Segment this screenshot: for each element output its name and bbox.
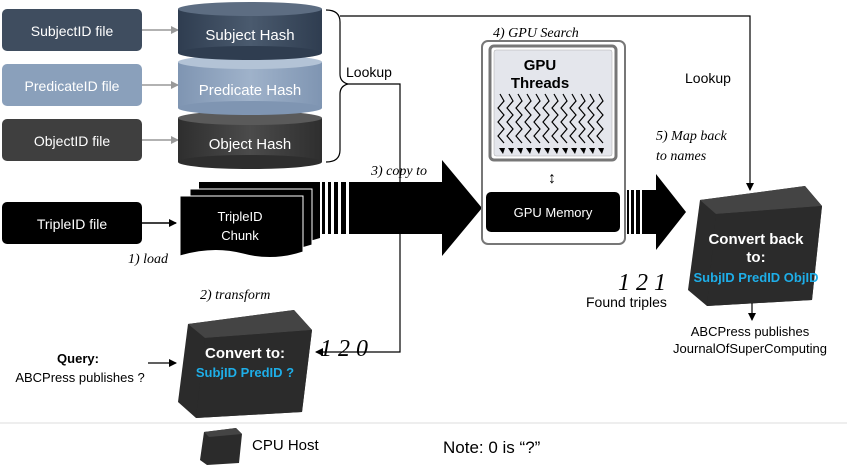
- found-triples-label: Found triples: [586, 294, 667, 310]
- thread-arrow-tip: [589, 148, 595, 154]
- step-map-back-label-2: to names: [656, 149, 707, 164]
- result-line-1: ABCPress publishes: [691, 324, 810, 339]
- thread-squiggle: [542, 93, 550, 144]
- thread-squiggle: [578, 93, 586, 144]
- query-ids-value: 1 2 0: [320, 336, 368, 362]
- thread-arrow-tip: [571, 148, 577, 154]
- found-ids-value: 1 2 1: [618, 270, 666, 296]
- thread-arrow-tip: [499, 148, 505, 154]
- thread-squiggle: [497, 93, 505, 144]
- thread-arrow-tip: [517, 148, 523, 154]
- object-hash-cylinder: Object Hash: [178, 111, 322, 169]
- gpu-thread-squiggles: [497, 93, 604, 154]
- thread-squiggle: [569, 93, 577, 144]
- cpu-host-label: CPU Host: [252, 437, 320, 454]
- gpu-threads-panel: [493, 49, 613, 157]
- gpu-to-convert-back-arrow: [627, 174, 686, 250]
- thread-squiggle: [596, 93, 604, 144]
- predicate-file-box: PredicateID file: [2, 64, 142, 106]
- gpu-threads-label-2: Threads: [511, 75, 569, 92]
- step-gpu-search-label: 4) GPU Search: [493, 26, 579, 41]
- predicate-hash-cylinder: Predicate Hash: [178, 55, 322, 115]
- lookup-right-label: Lookup: [685, 70, 731, 86]
- thread-arrow-tip: [598, 148, 604, 154]
- thread-squiggle: [560, 93, 568, 144]
- thread-arrow-tip: [526, 148, 532, 154]
- step-copy-label: 3) copy to: [370, 164, 427, 179]
- gpu-memory-label: GPU Memory: [514, 205, 593, 220]
- triple-file-label: TripleID file: [37, 216, 107, 232]
- thread-arrow-tip: [535, 148, 541, 154]
- step-load-label: 1) load: [128, 252, 169, 267]
- convert-back-title-2: to:: [746, 249, 765, 266]
- convert-to-cube: Convert to: SubjID PredID ?: [178, 310, 312, 418]
- thread-arrow-tip: [544, 148, 550, 154]
- lookup-left-label: Lookup: [346, 64, 392, 80]
- thread-arrow-tip: [562, 148, 568, 154]
- convert-to-fields: SubjID PredID ?: [196, 365, 294, 380]
- thread-squiggle: [587, 93, 595, 144]
- object-file-label: ObjectID file: [34, 133, 110, 149]
- gpu-threads-label-1: GPU: [524, 57, 557, 74]
- convert-to-title: Convert to:: [205, 345, 285, 362]
- convert-back-cube: Convert back to: SubjID PredID ObjID: [688, 186, 822, 306]
- query-title: Query:: [57, 351, 99, 366]
- copy-to-gpu-arrow: [322, 160, 482, 256]
- gpu-memory-box: [486, 192, 620, 232]
- hash-brace: [325, 9, 349, 163]
- lookup-to-convert-back-arrow: [340, 15, 754, 191]
- subject-hash-label: Subject Hash: [205, 27, 294, 44]
- step-map-back-label-1: 5) Map back: [656, 129, 728, 144]
- thread-arrow-tip: [508, 148, 514, 154]
- thread-arrow-tip: [553, 148, 559, 154]
- subject-hash-cylinder: Subject Hash: [178, 2, 322, 60]
- convert-back-title-1: Convert back: [708, 231, 804, 248]
- query-text: ABCPress publishes ?: [15, 370, 144, 385]
- thread-squiggle: [524, 93, 532, 144]
- triple-file-box: TripleID file: [2, 202, 142, 244]
- tripleid-chunk-stack: TripleID Chunk: [179, 182, 320, 258]
- subject-file-box: SubjectID file: [2, 9, 142, 51]
- bidirectional-arrow-icon: ↕: [548, 170, 556, 187]
- convert-back-fields: SubjID PredID ObjID: [694, 270, 819, 285]
- object-hash-label: Object Hash: [209, 136, 292, 153]
- cpu-host-icon: [200, 428, 242, 465]
- note-label: Note: 0 is “?”: [443, 438, 541, 457]
- result-line-2: JournalOfSuperComputing: [673, 341, 827, 356]
- step-transform-label: 2) transform: [200, 288, 270, 303]
- chunk-label-line2: Chunk: [221, 228, 259, 243]
- thread-arrow-tip: [580, 148, 586, 154]
- object-file-box: ObjectID file: [2, 119, 142, 161]
- chunk-label-line1: TripleID: [217, 209, 262, 224]
- subject-file-label: SubjectID file: [31, 23, 114, 39]
- predicate-hash-label: Predicate Hash: [199, 82, 302, 99]
- thread-squiggle: [551, 93, 559, 144]
- gpu-container: GPU Threads ↕ GPU Memory: [481, 40, 626, 245]
- thread-squiggle: [533, 93, 541, 144]
- thread-squiggle: [515, 93, 523, 144]
- predicate-file-label: PredicateID file: [25, 78, 120, 94]
- thread-squiggle: [506, 93, 514, 144]
